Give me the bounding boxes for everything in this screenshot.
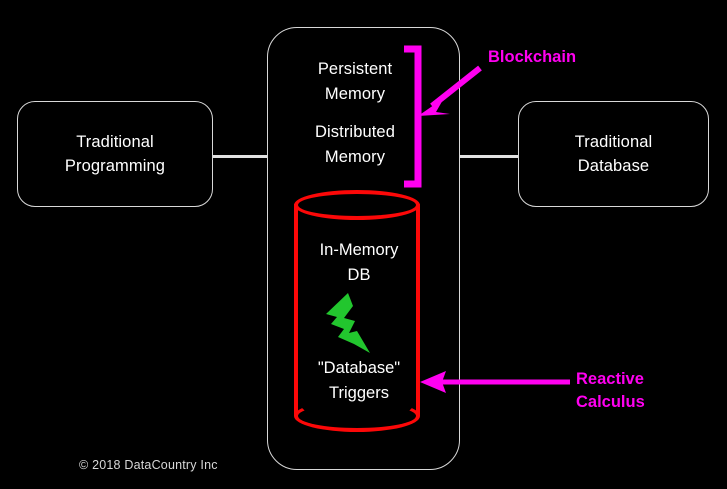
label-database-triggers: "Database" Triggers	[317, 359, 401, 402]
copyright-notice: © 2018 DataCountry Inc	[79, 458, 218, 472]
annotation-blockchain-label: Blockchain	[488, 48, 577, 66]
label-persistent-memory: Persistent Memory	[317, 60, 393, 103]
label-in-memory-db: In-Memory DB	[319, 241, 399, 284]
cylinder-body	[294, 204, 420, 416]
node-in-memory-database[interactable]: In-Memory DB "Database" Triggers	[292, 188, 426, 446]
lightning-bolt-icon	[326, 293, 370, 353]
node-traditional-database[interactable]: Traditional Database	[518, 101, 709, 207]
cylinder-top-ellipse	[294, 190, 420, 220]
node-traditional-programming[interactable]: Traditional Programming	[17, 101, 213, 207]
node-traditional-programming-label: Traditional Programming	[64, 133, 166, 175]
node-center-container[interactable]	[267, 27, 460, 470]
label-distributed-memory: Distributed Memory	[315, 123, 395, 166]
cylinder-bottom-ellipse	[294, 400, 420, 432]
connector-center-to-right	[455, 155, 520, 158]
node-traditional-database-label: Traditional Database	[574, 133, 653, 175]
connector-left-to-center	[205, 155, 269, 158]
memory-bracket-icon	[404, 45, 422, 188]
annotation-reactive-calculus-label: Reactive Calculus	[576, 370, 645, 411]
reactive-calculus-arrow-icon	[420, 371, 570, 393]
blockchain-arrow-icon	[418, 65, 482, 116]
